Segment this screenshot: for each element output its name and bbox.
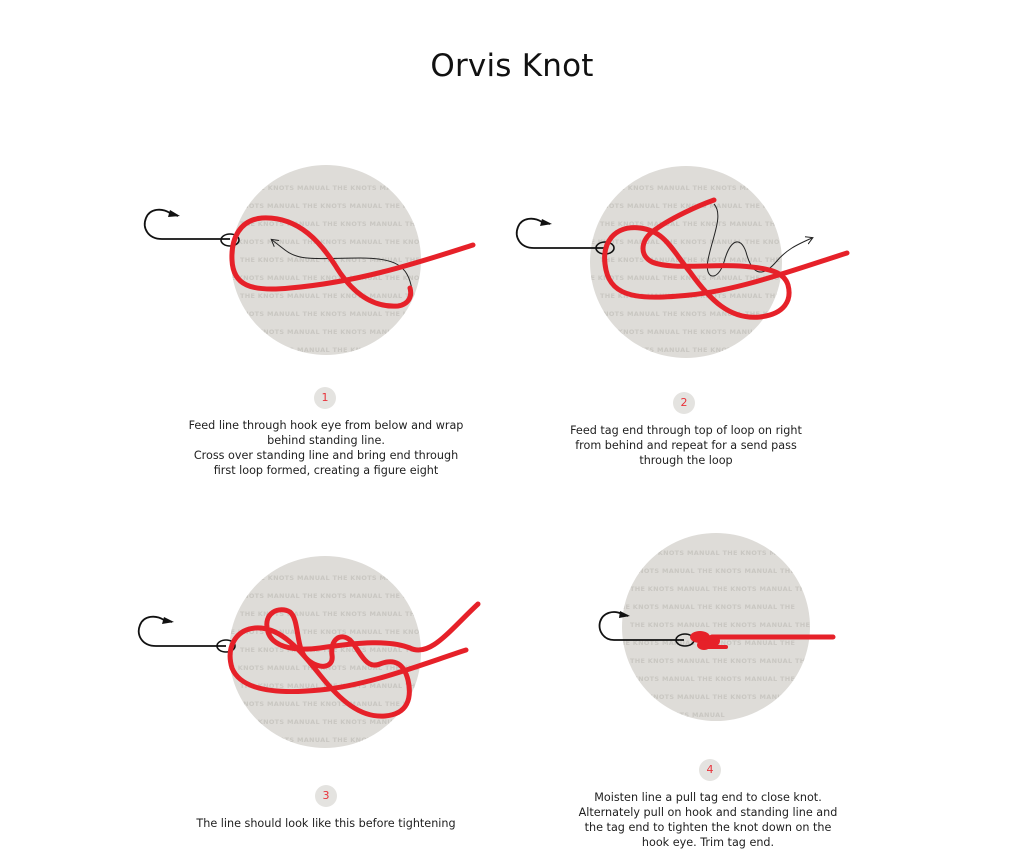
hook-icon — [137, 615, 226, 647]
step-3-caption: The line should look like this before ti… — [176, 816, 476, 831]
svg-text:THE KNOTS MANUAL THE KNOTS: THE KNOTS MANUAL THE KNOTS MANUAL — [240, 328, 402, 336]
svg-text:THE KNOTS MANUAL THE KNOTS: THE KNOTS MANUAL THE KNOTS MANUAL THE — [240, 292, 420, 300]
svg-text:THE KNOTS MANUAL THE KNOTS: THE KNOTS MANUAL THE KNOTS MANUAL THE — [240, 610, 420, 618]
svg-text:THE KNOTS MANUAL THE KNOTS: THE KNOTS MANUAL THE KNOTS MANUAL — [640, 549, 802, 557]
hook-icon — [143, 208, 230, 240]
step-3-badge: 3 — [315, 785, 337, 807]
svg-text:THE KNOTS MANUAL THE KNOTS: THE KNOTS MANUAL THE KNOTS — [610, 346, 737, 354]
page-title: Orvis Knot — [430, 48, 594, 84]
svg-text:THE KNOTS MANUAL: THE KNOTS MANUAL — [645, 711, 725, 719]
hook-eye — [220, 233, 240, 247]
svg-text:THE KNOTS MANUAL THE KNOTS: THE KNOTS MANUAL THE KNOTS MANUAL THE — [600, 220, 780, 228]
caption-line: Feed line through hook eye from below an… — [188, 419, 464, 432]
caption-line: through the loop — [639, 454, 733, 467]
svg-text:THE KNOTS MANUAL THE KNOTS: THE KNOTS MANUAL THE KNOTS MANUAL THE KN… — [220, 274, 429, 282]
caption-line: Cross over standing line and bring end t… — [193, 449, 459, 462]
step-1-circle — [231, 165, 421, 355]
step-3-circle — [229, 556, 421, 748]
step-4-illustration: THE KNOTS MANUAL THE KNOTS MANUAL THE KN… — [598, 533, 836, 721]
line-step-1 — [229, 215, 476, 309]
step-1-badge: 1 — [314, 387, 336, 409]
svg-text:THE KNOTS MANUAL THE KNOTS: THE KNOTS MANUAL THE KNOTS MANUAL — [630, 693, 792, 701]
guide-arrow — [706, 203, 812, 277]
svg-text:THE KNOTS MANUAL THE KNOTS: THE KNOTS MANUAL THE KNOTS MANUAL THE — [600, 256, 780, 264]
svg-text:THE KNOTS MANUAL THE KNOTS: THE KNOTS MANUAL THE KNOTS MANUAL THE KN… — [220, 310, 429, 318]
svg-text:THE KNOTS MANUAL THE KNOTS: THE KNOTS MANUAL THE KNOTS — [250, 346, 377, 354]
svg-text:THE KNOTS MANUAL THE KNOTS: THE KNOTS MANUAL THE KNOTS MANUAL THE — [630, 657, 810, 665]
svg-text:THE KNOTS MANUAL THE KNOTS: THE KNOTS MANUAL THE KNOTS — [250, 736, 377, 744]
svg-text:THE KNOTS MANUAL THE KNOTS: THE KNOTS MANUAL THE KNOTS MANUAL — [610, 184, 772, 192]
svg-text:THE KNOTS MANUAL THE KNOTS: THE KNOTS MANUAL THE KNOTS MANUAL THE — [615, 603, 795, 611]
caption-line: the tag end to tighten the knot down on … — [584, 821, 832, 834]
svg-text:THE KNOTS MANUAL THE KNOTS: THE KNOTS MANUAL THE KNOTS MANUAL THE KN… — [580, 310, 789, 318]
svg-text:THE KNOTS MANUAL THE KNOTS: THE KNOTS MANUAL THE KNOTS MANUAL THE — [630, 621, 810, 629]
step-2-caption: Feed tag end through top of loop on righ… — [536, 423, 836, 468]
caption-line: Alternately pull on hook and standing li… — [578, 806, 838, 819]
caption-line: first loop formed, creating a figure eig… — [213, 464, 439, 477]
step-3-illustration: THE KNOTS MANUAL THE KNOTS MANUAL THE KN… — [137, 556, 481, 748]
svg-text:THE KNOTS MANUAL THE KNOTS: THE KNOTS MANUAL THE KNOTS MANUAL THE — [630, 585, 810, 593]
svg-text:THE KNOTS MANUAL THE KNOTS: THE KNOTS MANUAL THE KNOTS MANUAL — [250, 574, 412, 582]
svg-text:THE KNOTS MANUAL THE KNOTS: THE KNOTS MANUAL THE KNOTS MANUAL THE — [240, 220, 420, 228]
svg-text:THE KNOTS MANUAL THE KNOTS: THE KNOTS MANUAL THE KNOTS MANUAL THE KN… — [220, 202, 429, 210]
svg-text:THE KNOTS MANUAL THE KNOTS: THE KNOTS MANUAL THE KNOTS MANUAL THE KN… — [580, 274, 789, 282]
caption-line: from behind and repeat for a send pass — [575, 439, 797, 452]
hook-icon — [515, 217, 605, 249]
caption-line: hook eye. Trim tag end. — [641, 836, 775, 849]
svg-text:THE KNOTS MANUAL THE KNOTS: THE KNOTS MANUAL THE KNOTS MANUAL THE KN… — [220, 592, 429, 600]
svg-text:THE KNOTS MANUAL THE KNOTS: THE KNOTS MANUAL THE KNOTS MANUAL THE KN… — [580, 238, 789, 246]
caption-line: behind standing line. — [267, 434, 385, 447]
svg-text:THE KNOTS MANUAL THE KNOTS: THE KNOTS MANUAL THE KNOTS MANUAL — [250, 184, 412, 192]
caption-line: Feed tag end through top of loop on righ… — [570, 424, 802, 437]
svg-text:THE KNOTS MANUAL THE KNOTS: THE KNOTS MANUAL THE KNOTS MANUAL THE KN… — [580, 202, 789, 210]
svg-text:THE KNOTS MANUAL THE KNOTS: THE KNOTS MANUAL THE KNOTS MANUAL THE KN… — [220, 700, 429, 708]
svg-text:THE KNOTS MANUAL THE KNOTS: THE KNOTS MANUAL THE KNOTS MANUAL — [240, 718, 402, 726]
svg-text:THE KNOTS MANUAL THE KNOTS: THE KNOTS MANUAL THE KNOTS MANUAL THE — [615, 567, 795, 575]
guide-arrow — [272, 240, 413, 291]
step-2-circle — [590, 166, 782, 358]
svg-text:THE KNOTS MANUAL THE KNOTS: THE KNOTS MANUAL THE KNOTS MANUAL THE KN… — [220, 628, 429, 636]
step-4-badge: 4 — [699, 759, 721, 781]
line-step-3 — [227, 601, 481, 719]
caption-line: Moisten line a pull tag end to close kno… — [594, 791, 822, 804]
svg-text:THE KNOTS MANUAL THE KNOTS: THE KNOTS MANUAL THE KNOTS MANUAL THE KN… — [220, 238, 429, 246]
step-2-illustration: THE KNOTS MANUAL THE KNOTS MANUAL THE KN… — [515, 166, 850, 358]
caption-line: The line should look like this before ti… — [196, 817, 456, 830]
step-1-illustration: THE KNOTS MANUAL THE KNOTS MANUAL THE KN… — [143, 165, 476, 355]
svg-text:THE KNOTS MANUAL THE KNOTS: THE KNOTS MANUAL THE KNOTS MANUAL THE — [615, 675, 795, 683]
hook-icon — [598, 611, 684, 641]
step-4-circle — [622, 533, 810, 721]
line-step-2 — [602, 197, 850, 320]
step-1-caption: Feed line through hook eye from below an… — [176, 418, 476, 478]
hook-eye — [216, 639, 236, 653]
step-4-caption: Moisten line a pull tag end to close kno… — [558, 790, 858, 850]
svg-text:THE KNOTS MANUAL THE KNOTS: THE KNOTS MANUAL THE KNOTS MANUAL — [600, 328, 762, 336]
step-2-badge: 2 — [673, 392, 695, 414]
